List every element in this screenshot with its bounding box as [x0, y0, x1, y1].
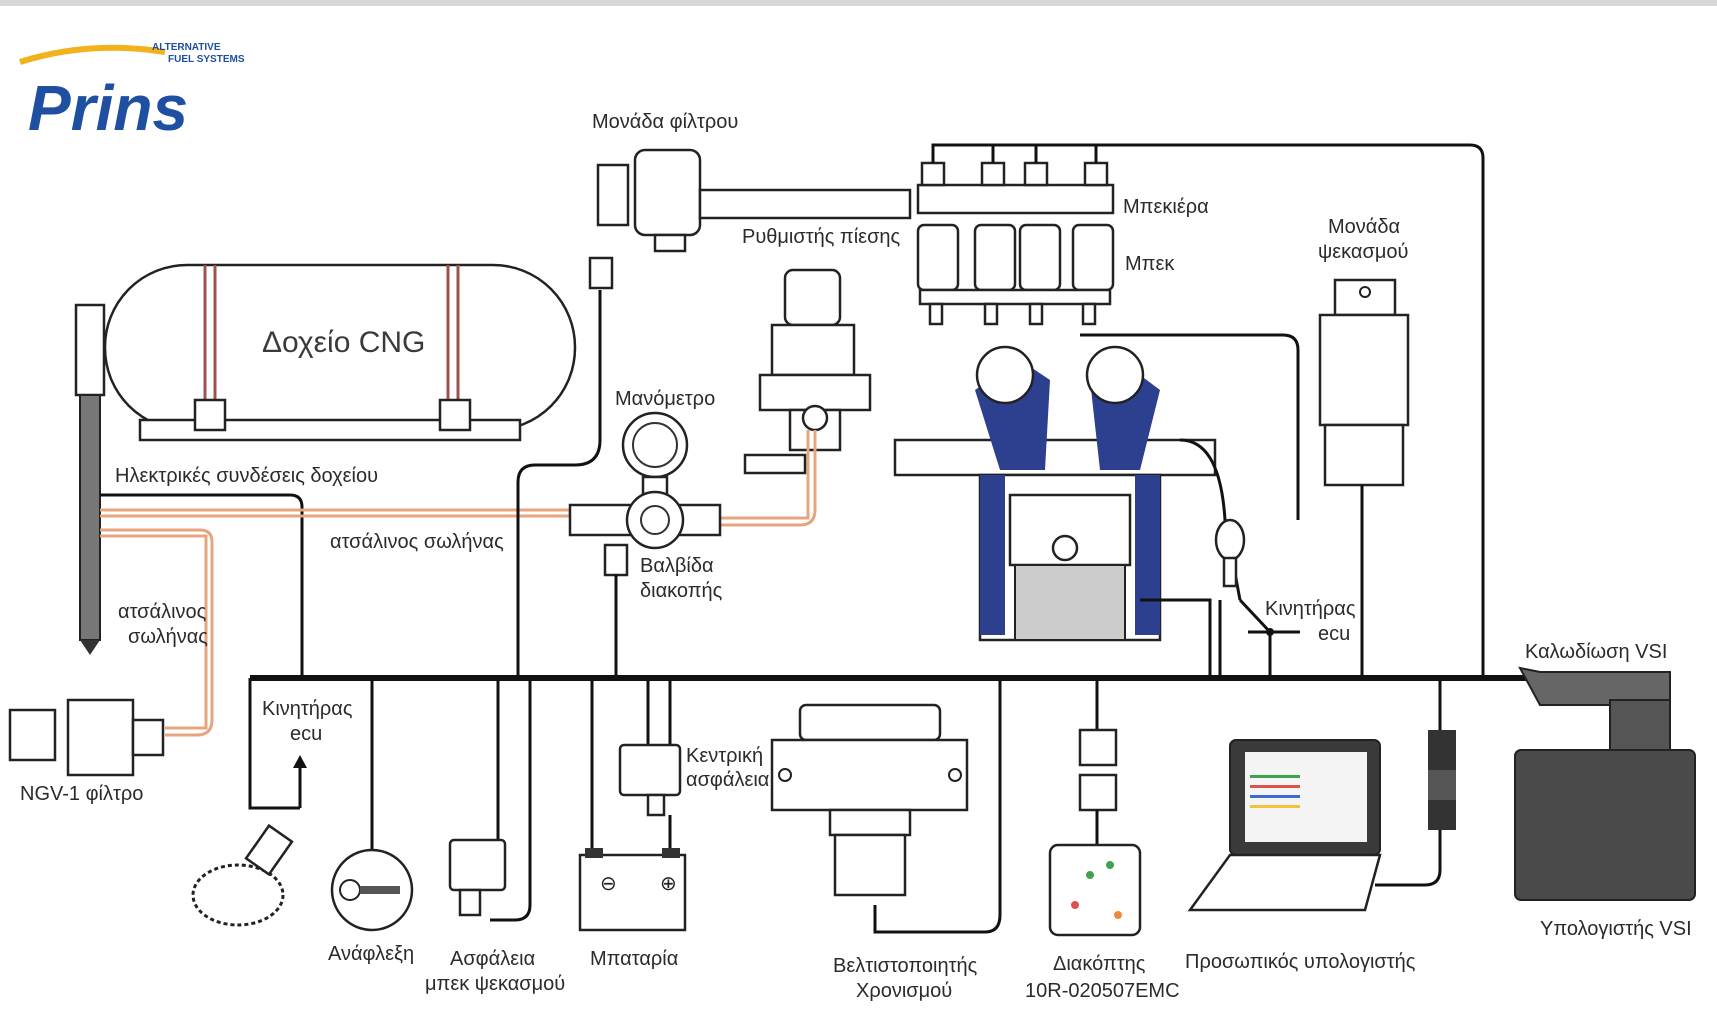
rail-label: Μπεκιέρα: [1123, 196, 1209, 218]
personal-computer-label: Προσωπικός υπολογιστής: [1185, 951, 1416, 973]
switch-label-1: Διακόπτης: [1053, 953, 1146, 975]
engine-ecu-left-label-1: Κινητήρας: [262, 698, 353, 720]
injection-unit-label-1: Μονάδα: [1328, 216, 1400, 238]
steel-pipe-label-2a: ατσάλινος: [118, 601, 207, 623]
injector-fuse: [450, 840, 505, 915]
injector-rail: Μπεκιέρα: [918, 163, 1209, 218]
cng-tank-label: Δοχείο CNG: [262, 326, 425, 359]
timing-optimizer: [772, 705, 967, 895]
vsi-computer-label: Υπολογιστής VSI: [1540, 918, 1692, 940]
laptop: [1190, 740, 1380, 910]
pressure-regulator: Ρυθμιστής πίεσης: [742, 226, 901, 473]
ngv-filter-label: NGV-1 φίλτρο: [20, 783, 143, 805]
switch-label-2: 10R-020507EMC: [1025, 980, 1180, 1002]
cng-tank: Δοχείο CNG: [105, 265, 575, 440]
ngv1-filter: NGV-1 φίλτρο: [10, 700, 163, 805]
injection-unit-label-2: ψεκασμού: [1318, 241, 1408, 263]
pressure-regulator-label: Ρυθμιστής πίεσης: [742, 226, 901, 248]
pc-interface-cable: [1428, 730, 1456, 830]
battery-label: Μπαταρία: [590, 948, 678, 970]
manometer: Μανόμετρο: [615, 388, 715, 497]
svg-text:⊕: ⊕: [660, 873, 677, 895]
logo-brand: Prins: [28, 72, 188, 144]
shutoff-valve: Βαλβίδα διακοπής: [570, 492, 723, 602]
top-strip: [0, 0, 1717, 6]
main-fuse-label-2: ασφάλεια: [686, 769, 769, 791]
injection-unit: Μονάδα ψεκασμού: [1318, 216, 1408, 485]
steel-pipe-label-1: ατσάλινος σωλήνας: [330, 531, 504, 553]
main-fuse-label-1: Κεντρική: [686, 745, 763, 767]
tank-valve-assembly: [76, 305, 104, 655]
timing-optimizer-label-1: Βελτιστοποιητής: [833, 955, 978, 977]
injector-fuse-label-1: Ασφάλεια: [450, 948, 535, 970]
engine-ecu-right-label-1: Κινητήρας: [1265, 598, 1356, 620]
filter-unit: Μονάδα φίλτρου: [590, 111, 910, 288]
prins-logo: ALTERNATIVE FUEL SYSTEMS Prins: [20, 42, 245, 144]
shutoff-valve-label-1: Βαλβίδα: [640, 555, 714, 577]
vsi-wiring-label: Καλωδίωση VSI: [1525, 641, 1667, 663]
ignition-key: [332, 850, 412, 930]
crank-sensor-wheel: [193, 826, 292, 925]
ignition-label: Ανάφλεξη: [328, 943, 414, 965]
injector-label: Μπεκ: [1125, 253, 1175, 275]
lambda-sensor: [1216, 520, 1244, 586]
timing-optimizer-label-2: Χρονισμού: [856, 980, 952, 1002]
engine-ecu-right-label-2: ecu: [1318, 623, 1350, 645]
steel-pipe-label-2b: σωλήνας: [128, 626, 208, 648]
tank-electrical-label: Ηλεκτρικές συνδέσεις δοχείου: [115, 465, 378, 487]
manometer-label: Μανόμετρο: [615, 388, 715, 410]
injector-fuse-label-2: μπεκ ψεκασμού: [425, 973, 565, 995]
filter-unit-label: Μονάδα φίλτρου: [592, 111, 738, 133]
switch-panel: [1050, 730, 1140, 935]
logo-tagline-1: ALTERNATIVE: [152, 42, 221, 53]
main-fuse: [620, 745, 680, 815]
engine-cutaway: [895, 347, 1215, 640]
vsi-computer: Καλωδίωση VSI Υπολογιστής VSI: [1515, 641, 1695, 940]
engine-ecu-left-label-2: ecu: [290, 723, 322, 745]
battery: ⊖ ⊕: [580, 848, 685, 930]
logo-tagline-2: FUEL SYSTEMS: [168, 54, 245, 65]
injectors: Μπεκ: [918, 225, 1175, 324]
svg-text:⊖: ⊖: [600, 873, 617, 895]
shutoff-valve-label-2: διακοπής: [640, 580, 723, 602]
